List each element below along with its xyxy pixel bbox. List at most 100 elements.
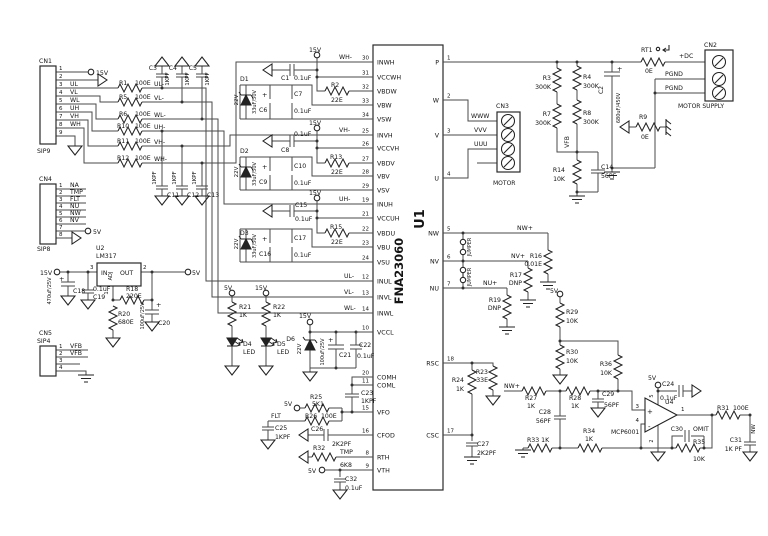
connector-cn2 <box>704 49 734 102</box>
r22-ref: R22 <box>273 304 285 311</box>
net-nv-plus: NV+ <box>511 253 525 260</box>
pin-number: 23 <box>362 241 369 247</box>
cn1-pin8: 8 <box>59 122 63 128</box>
r24-val: 1K <box>456 386 465 393</box>
pin-number: 20 <box>362 371 369 377</box>
cn3-name: MOTOR <box>493 180 515 187</box>
c23-ref: C23 <box>361 390 373 397</box>
r8-val: 300K <box>583 119 600 126</box>
cn5-pin1: 1 <box>59 344 63 350</box>
net-pgnd-1: PGND <box>665 71 683 78</box>
cn4-pin5: 5 <box>59 211 63 217</box>
c19-ref: C19 <box>93 294 105 301</box>
net-tmp: TMP <box>69 189 83 196</box>
junction-dots <box>66 60 752 472</box>
regulator-u2-lm317 <box>96 262 142 287</box>
r18-val: 220E <box>126 293 142 300</box>
net-na: NA <box>70 182 80 189</box>
pin-name: P <box>435 59 439 66</box>
net-uh-pin: UH- <box>339 196 350 203</box>
u2-in: IN <box>101 270 108 277</box>
c15-val: 0.1uF <box>295 216 313 223</box>
ic-pin-nu: 7NU <box>430 282 458 292</box>
r1-ref: R1 <box>119 80 127 87</box>
pin-name: NU <box>430 285 440 292</box>
pin-name: V <box>435 132 440 139</box>
net-vvv: VVV <box>474 127 487 134</box>
net-wl-pin: WL- <box>344 305 356 312</box>
c3-ref: C3 <box>149 65 157 72</box>
vth-5v: 5V <box>308 468 317 475</box>
cn5-pin2: 2 <box>59 351 63 357</box>
c8-ref: C8 <box>281 147 289 154</box>
wires-cn3 <box>443 99 497 179</box>
c9-plus: + <box>262 163 267 171</box>
cn2-ref: CN2 <box>704 42 717 49</box>
net-wl: WL <box>70 97 80 104</box>
pin-number: 25 <box>362 129 369 135</box>
c18-ref: C18 <box>73 288 85 295</box>
power-terminal-icon <box>87 68 95 76</box>
rt1-ref: RT1 <box>641 47 653 54</box>
power-terminal-icon <box>53 268 61 276</box>
c10-ref: C10 <box>294 163 306 170</box>
r32-ref: R32 <box>313 445 325 452</box>
c5-val: 1KPF <box>205 72 211 86</box>
net-vfb-1: VFB <box>70 343 82 350</box>
pin-name: VSV <box>377 187 390 194</box>
pin-number: 9 <box>366 464 370 470</box>
u4-part: MCP6001 <box>611 429 639 436</box>
cn4-ref: CN4 <box>39 176 52 183</box>
pin-number: 27 <box>362 157 369 163</box>
cn4-5v: 5V <box>93 229 102 236</box>
c6-val: 33uF/50V <box>252 89 258 113</box>
net-nw: NW <box>70 210 81 217</box>
c15-ref: C15 <box>295 202 307 209</box>
power-terminal-icon <box>228 289 236 297</box>
c4-val: 1KPF <box>185 72 191 86</box>
pin-number: 1 <box>447 56 451 62</box>
power-terminal-icon <box>184 268 192 276</box>
pin-number: 7 <box>447 282 451 288</box>
net-nv: NV <box>70 217 80 224</box>
net-wh-minus: WH- <box>154 156 167 163</box>
c9-ref: C9 <box>259 179 267 186</box>
led-5v: 5V <box>224 285 233 292</box>
c14-ref: C14 <box>601 164 613 171</box>
d4-val: LED <box>243 349 255 356</box>
cn1-pin2: 2 <box>59 74 63 80</box>
pin-number: 12 <box>362 275 369 281</box>
cn1-ref: CN1 <box>39 58 52 65</box>
opamp-u4-icon <box>644 397 679 433</box>
net-uh-minus: UH- <box>154 124 165 131</box>
u2-part: LM317 <box>96 253 117 260</box>
r30-ref: R30 <box>566 349 578 356</box>
c22-ref: C22 <box>359 342 371 349</box>
r32-val: 6K8 <box>340 462 352 469</box>
wires-bootstrap-w <box>239 58 373 120</box>
c30-ref: C30 <box>671 426 683 433</box>
c21-ref: C21 <box>339 352 351 359</box>
pin-number: 34 <box>362 113 369 119</box>
ground-symbols <box>53 51 758 500</box>
rt1-dot-icon <box>655 46 661 52</box>
u4-pin2: 2 <box>649 439 655 442</box>
pin-name: NV <box>430 258 440 265</box>
power-terminal-icon <box>654 381 662 389</box>
pin-number: 19 <box>362 198 369 204</box>
r9-ref: R9 <box>639 114 647 121</box>
cn3-ref: CN3 <box>496 103 509 110</box>
net-15v: 15V <box>96 70 109 77</box>
c4-ref: C4 <box>169 65 177 72</box>
pin-name: W <box>433 97 440 104</box>
c26-ref: C26 <box>311 426 323 433</box>
net-vl-minus: VL- <box>154 95 164 102</box>
net-vfb: VFB <box>564 136 571 148</box>
c23-val: 1KPF <box>361 398 377 405</box>
cn1-type: SIP9 <box>37 148 50 155</box>
